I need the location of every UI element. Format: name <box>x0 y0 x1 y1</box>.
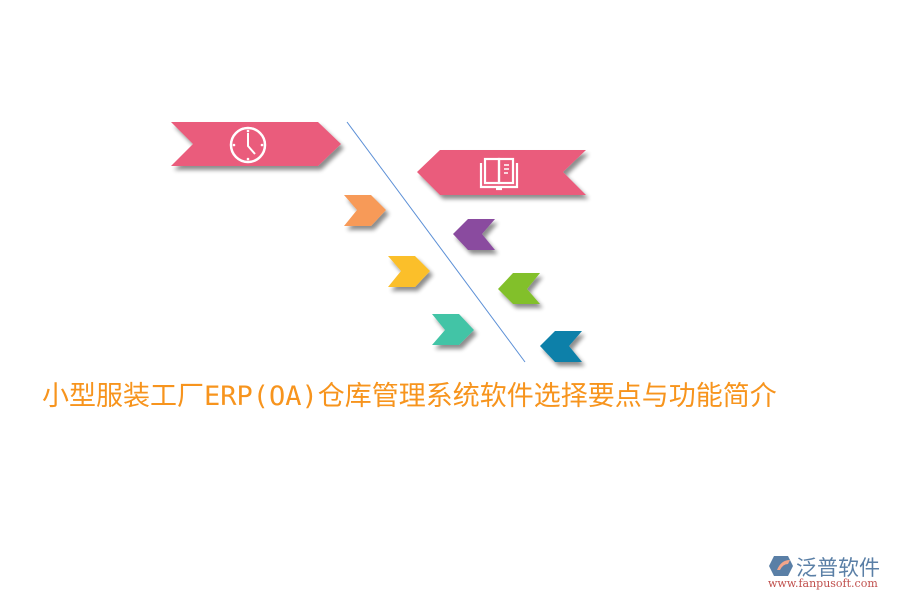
logo-mark-icon <box>769 556 793 576</box>
chevron-orange <box>344 195 386 226</box>
chevron-green <box>498 273 540 304</box>
logo-url: www.fanpusoft.com <box>768 577 878 590</box>
banner-left <box>171 122 341 166</box>
chevron-purple <box>453 219 495 250</box>
logo-name: 泛普软件 <box>796 556 880 580</box>
brand-logo[interactable]: 泛普软件 www.fanpusoft.com <box>766 552 896 592</box>
banner-right <box>417 150 586 195</box>
chevron-yellow <box>388 256 430 287</box>
clock-icon <box>229 126 267 164</box>
spine-line <box>346 121 526 363</box>
book-icon <box>479 157 519 191</box>
page-title: 小型服装工厂ERP(OA)仓库管理系统软件选择要点与功能简介 <box>42 381 777 412</box>
chevron-teal <box>432 314 474 345</box>
chevron-blue <box>540 331 582 362</box>
